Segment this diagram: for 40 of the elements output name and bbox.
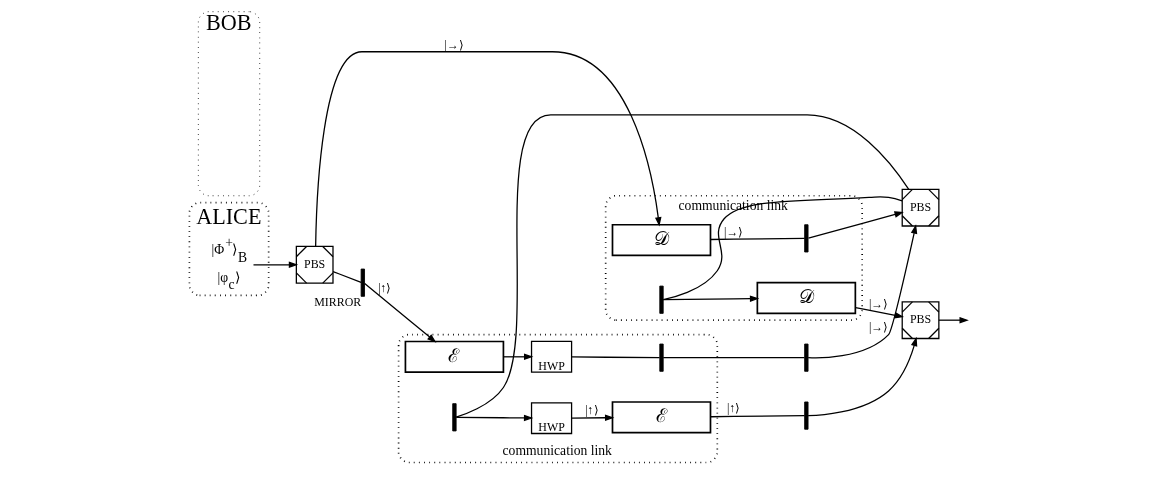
node-line xyxy=(659,285,664,314)
node-box: HWP xyxy=(530,402,573,435)
arrow xyxy=(571,414,615,422)
arrow xyxy=(938,316,969,324)
node-box: HWP xyxy=(530,340,573,373)
edge-label: |→⟩ xyxy=(868,320,889,335)
arrow xyxy=(807,224,918,359)
node-box: 𝒟 xyxy=(611,223,712,257)
node-box xyxy=(360,268,365,297)
arrow xyxy=(807,336,918,417)
node-box: ℰ xyxy=(404,340,505,373)
connector xyxy=(571,356,661,359)
node-line xyxy=(804,224,809,253)
node-label: MIRROR xyxy=(314,294,362,309)
edge-label: |→⟩ xyxy=(868,296,889,311)
arrow xyxy=(252,261,299,269)
node-box: 𝒟 xyxy=(756,281,857,315)
edge-label: |→⟩ xyxy=(444,37,464,52)
edge-label: |↑⟩ xyxy=(585,403,599,418)
connector xyxy=(710,237,806,241)
arrow xyxy=(854,306,904,319)
arrow xyxy=(315,51,662,247)
node-line xyxy=(804,401,809,430)
edge-label: |→⟩ xyxy=(724,224,744,239)
node-line xyxy=(452,403,457,432)
connector xyxy=(662,196,903,301)
edge-label: |↑⟩ xyxy=(727,401,741,416)
connector xyxy=(710,415,806,418)
arrow xyxy=(502,353,534,361)
edge-label: |↑⟩ xyxy=(378,281,392,296)
arrow xyxy=(807,211,904,239)
node-box: BOB xyxy=(197,11,261,197)
connector xyxy=(662,357,805,359)
node-line xyxy=(804,343,809,372)
arrow xyxy=(364,282,437,343)
arrow xyxy=(455,414,534,422)
node-box: ℰ xyxy=(611,401,712,434)
connector xyxy=(332,270,362,283)
connector xyxy=(455,114,910,418)
node-line xyxy=(659,343,664,372)
